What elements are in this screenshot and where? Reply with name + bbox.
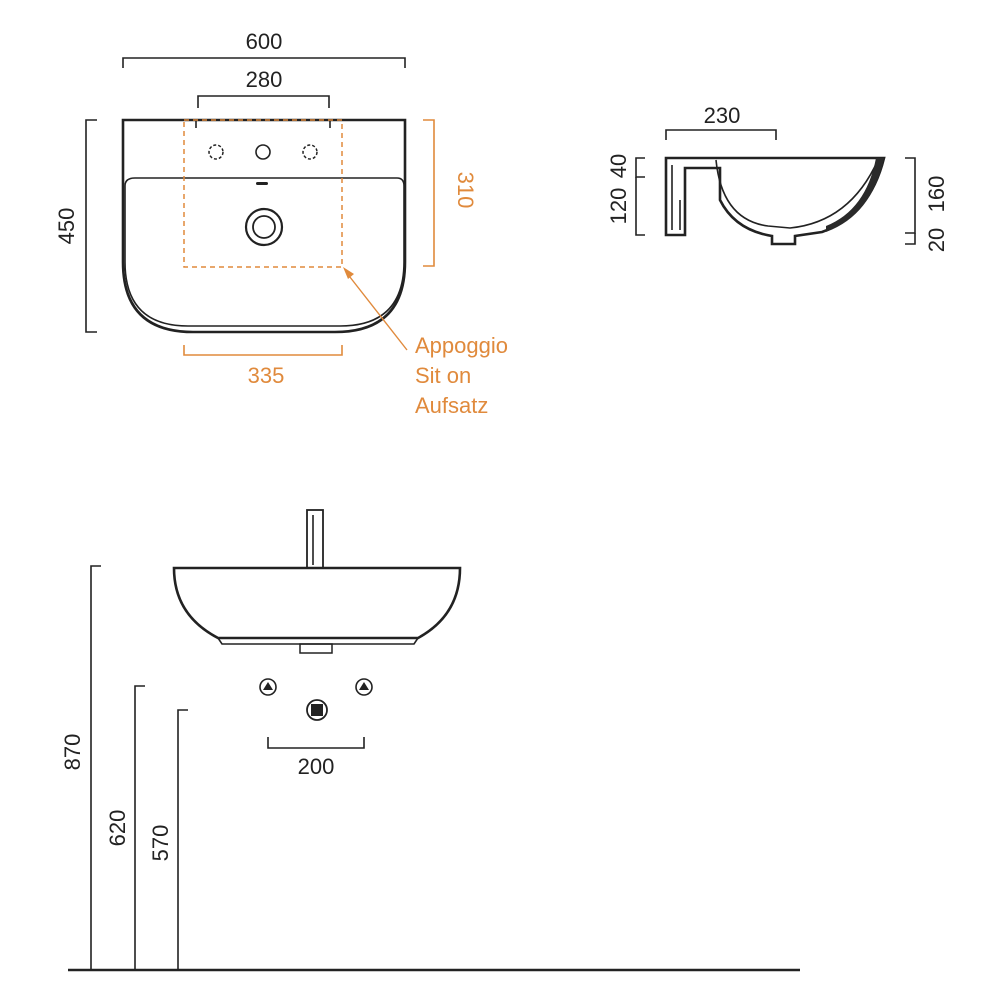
sit-on-note-1: Appoggio: [415, 333, 508, 358]
dim-450-label: 450: [54, 208, 79, 245]
dim-335-line: [183, 345, 343, 356]
drain-outer: [244, 207, 284, 247]
dim-570-label: 570: [148, 825, 173, 862]
dim-870-label: 870: [60, 734, 85, 771]
dim-870-line: [90, 565, 101, 970]
section-view: 230 40 120 160 20: [606, 103, 949, 252]
drain-inner: [252, 215, 276, 239]
basin-front: [172, 566, 462, 640]
top-view: 600 280 450 310 335 Appoggio Sit on Aufs…: [54, 29, 508, 418]
faucet-body: [306, 509, 324, 569]
dim-620-line: [134, 685, 145, 970]
dim-20-line: [905, 233, 916, 245]
dim-310-label: 310: [453, 172, 478, 209]
supply-right: [355, 678, 373, 696]
dim-600-line: [122, 57, 406, 68]
dim-160-label: 160: [924, 176, 949, 213]
section-bowl: [715, 159, 879, 229]
section-outline: [664, 156, 886, 246]
dim-120-label: 120: [606, 188, 631, 225]
dim-600-label: 600: [246, 29, 283, 54]
dim-230-line: [665, 129, 777, 140]
waste-trap-top: [299, 643, 333, 654]
dim-230-label: 230: [704, 103, 741, 128]
tap-hole-center: [255, 144, 271, 160]
dim-280-line: [197, 95, 330, 108]
tap-hole-left: [208, 144, 224, 160]
basin-bowl-top: [124, 177, 405, 327]
dim-570-line: [177, 709, 188, 970]
dim-160-line: [905, 157, 916, 234]
dim-200-line: [267, 737, 365, 749]
tap-hole-right: [302, 144, 318, 160]
dim-450-line: [85, 119, 97, 333]
dim-310-line: [423, 119, 435, 267]
dim-620-label: 620: [105, 810, 130, 847]
overflow-slot: [256, 182, 268, 185]
waste-outlet: [306, 699, 328, 721]
dim-335-label: 335: [248, 363, 285, 388]
front-view: 200 870 620 570: [60, 509, 800, 972]
basin-outline-top: [121, 118, 407, 334]
dim-280-label: 280: [246, 67, 283, 92]
supply-left: [259, 678, 277, 696]
sit-on-note-2: Sit on: [415, 363, 471, 388]
dim-40-label: 40: [606, 154, 631, 178]
dim-40-line: [635, 157, 645, 178]
sit-on-note-3: Aufsatz: [415, 393, 488, 418]
sit-on-arrowhead: [343, 267, 354, 279]
dim-20-label: 20: [924, 228, 949, 252]
sit-on-leader: [345, 271, 408, 351]
dim-200-label: 200: [298, 754, 335, 779]
dim-120-line: [635, 177, 645, 236]
section-rim: [826, 158, 884, 232]
